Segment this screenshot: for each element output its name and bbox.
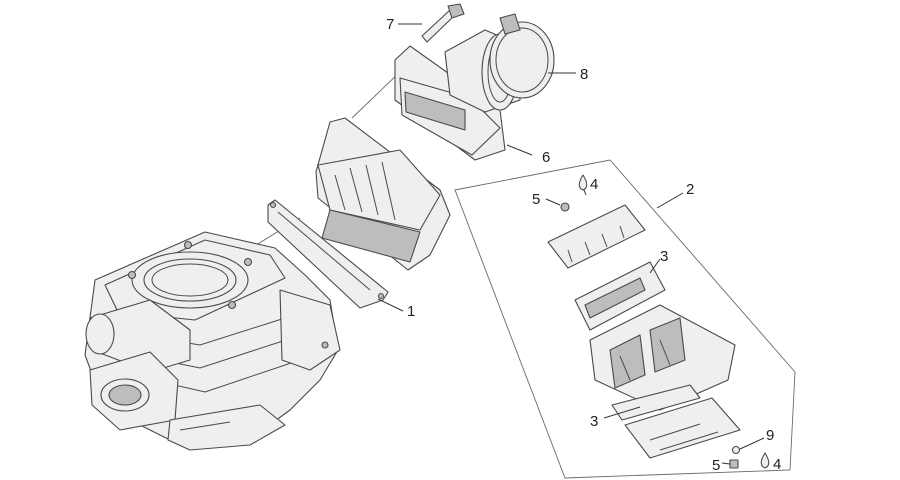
screw-lower bbox=[729, 459, 739, 469]
callout-4-upper: 4 bbox=[590, 176, 598, 193]
leader-5-upper bbox=[545, 198, 561, 206]
reed-stopper-upper bbox=[574, 261, 666, 331]
callout-4-lower: 4 bbox=[773, 456, 781, 473]
leader-3-lower bbox=[603, 406, 641, 419]
gasket bbox=[267, 199, 389, 309]
cylinder bbox=[84, 231, 341, 451]
callout-3-lower: 3 bbox=[590, 413, 598, 430]
leader-2 bbox=[656, 192, 684, 209]
washer-drop-upper bbox=[578, 174, 588, 191]
leader-6 bbox=[506, 144, 533, 156]
callout-1: 1 bbox=[407, 303, 415, 320]
callout-3-upper: 3 bbox=[660, 248, 668, 265]
callout-2: 2 bbox=[686, 181, 694, 198]
callout-6: 6 bbox=[542, 149, 550, 166]
leader-3-upper bbox=[649, 258, 661, 274]
callout-5-upper: 5 bbox=[532, 191, 540, 208]
reed-cage bbox=[589, 304, 736, 411]
leader-1 bbox=[377, 298, 404, 312]
reed-stopper-lower bbox=[624, 397, 741, 459]
screw-upper bbox=[560, 202, 570, 212]
leader-9 bbox=[739, 437, 765, 450]
leader-5-lower bbox=[721, 462, 731, 465]
connector-line bbox=[351, 69, 403, 119]
callout-9: 9 bbox=[766, 427, 774, 444]
reed-petal-upper bbox=[547, 204, 646, 269]
callout-5-lower: 5 bbox=[712, 457, 720, 474]
washer-lower bbox=[731, 445, 741, 455]
leader-4-upper bbox=[583, 189, 587, 196]
bolt bbox=[421, 3, 465, 43]
reed-valve-block bbox=[315, 117, 451, 271]
washer-drop-lower bbox=[760, 452, 770, 469]
hose-clamp bbox=[489, 13, 555, 99]
callout-7: 7 bbox=[386, 16, 394, 33]
reed-petal-lower bbox=[611, 384, 701, 421]
detail-frame bbox=[454, 159, 796, 479]
callout-8: 8 bbox=[580, 66, 588, 83]
